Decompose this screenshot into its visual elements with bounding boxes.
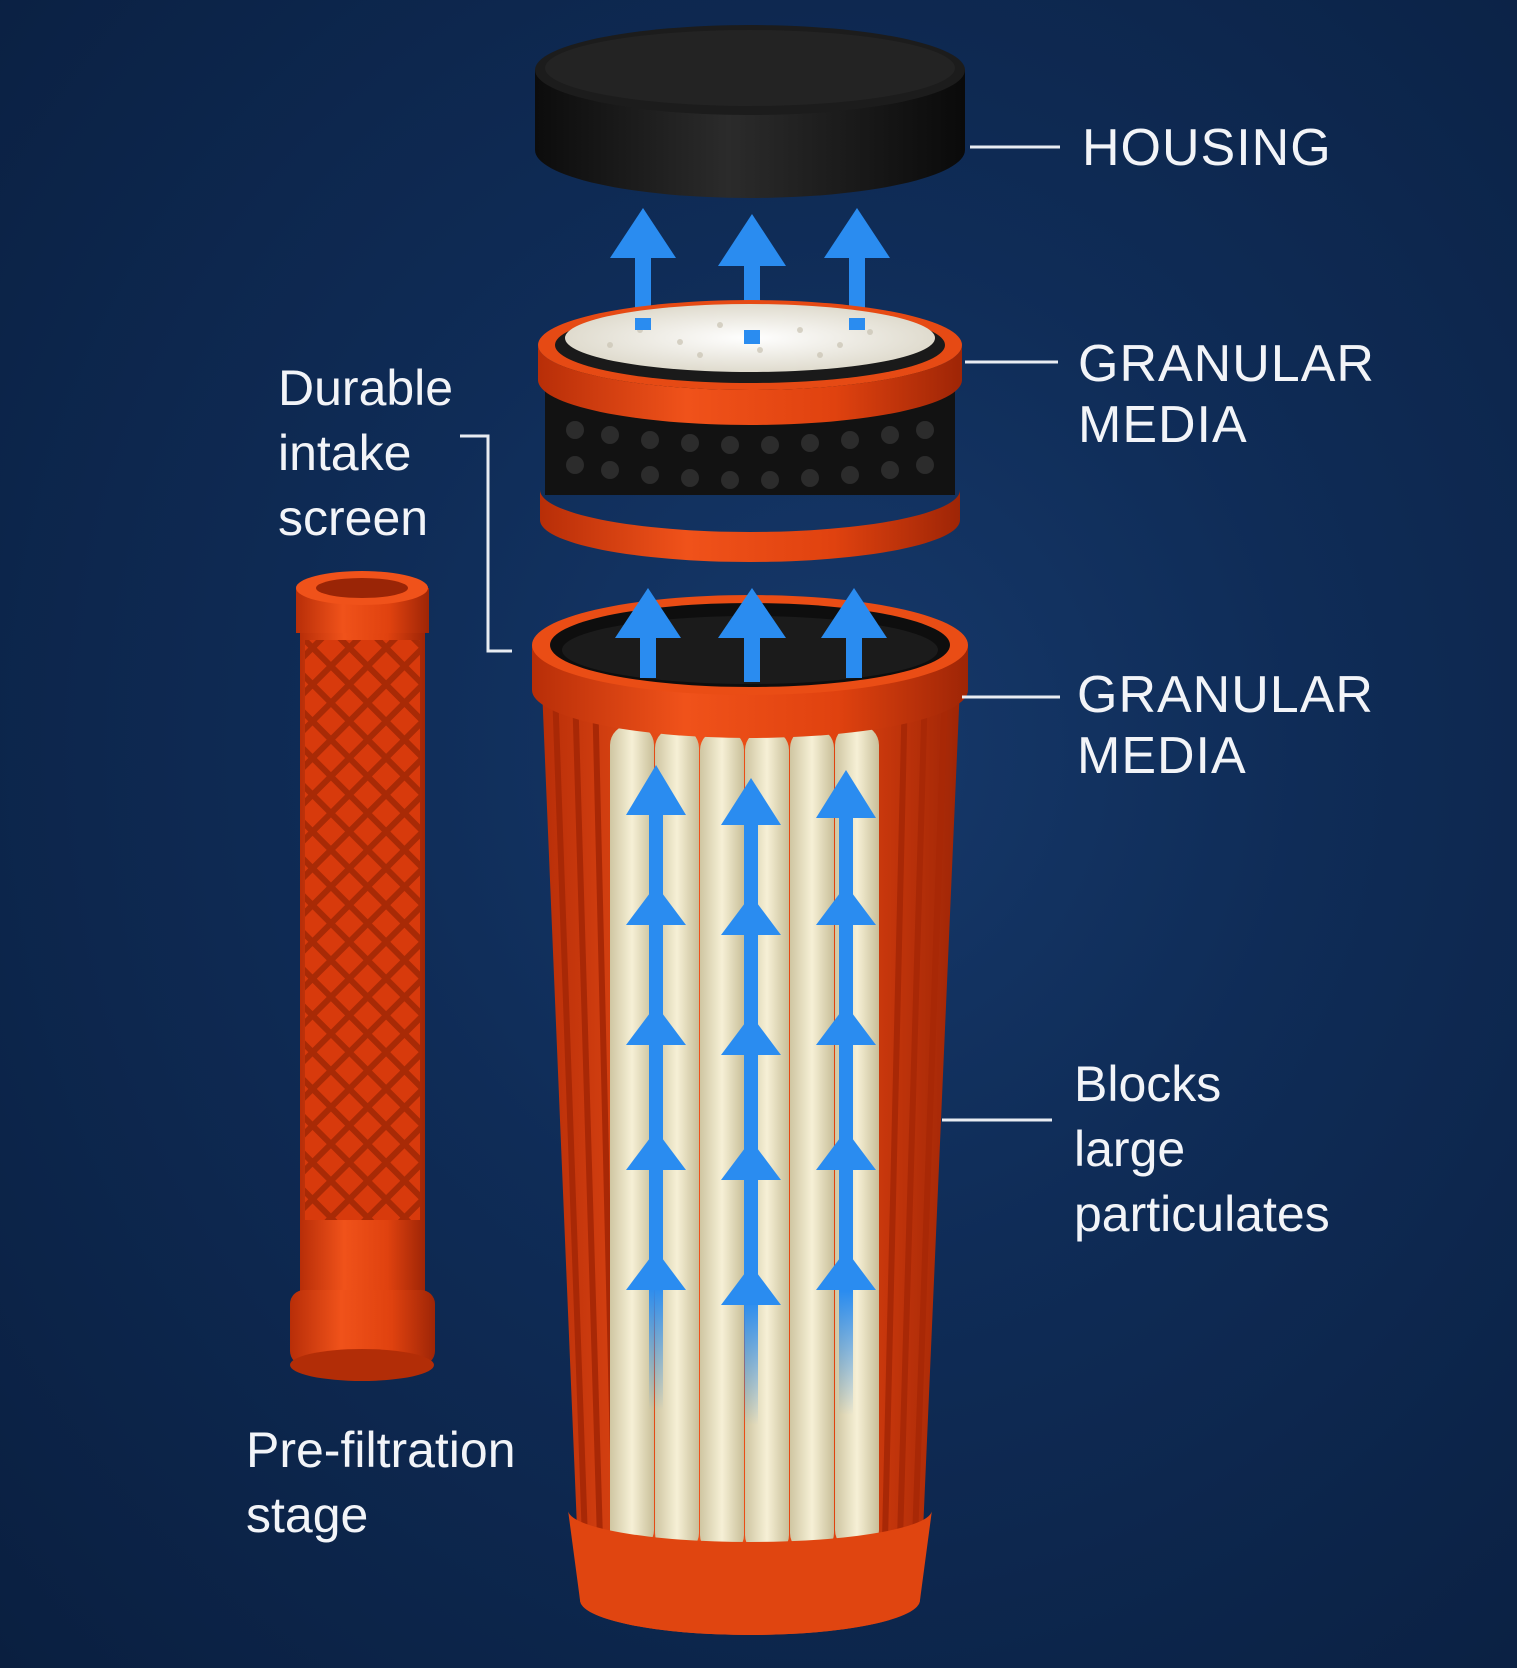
housing-label: HOUSING	[1082, 118, 1332, 179]
arrow-up-icon	[626, 1005, 686, 1045]
granular-media-label-1-line-1: GRANULAR	[1078, 335, 1375, 393]
durable-intake-screen-line-2: intake	[278, 425, 412, 481]
durable-intake-screen-line-1: Durable	[278, 360, 454, 416]
durable-intake-screen-line-3: screen	[278, 490, 429, 546]
durable-intake-screen-label: Durable intake screen	[278, 356, 453, 551]
arrow-up-icon	[721, 1140, 781, 1180]
arrow-up-icon	[626, 1130, 686, 1170]
arrow-up-icon	[626, 885, 686, 925]
granular-media-module	[538, 300, 962, 562]
granular-media-label-1-line-2: MEDIA	[1078, 396, 1248, 455]
housing-cap	[535, 25, 965, 198]
arrow-up-icon	[816, 1130, 876, 1170]
blocks-large-particulates-line-1: Blocks	[1074, 1056, 1222, 1112]
arrow-up-icon	[721, 895, 781, 935]
arrow-up-icon	[816, 885, 876, 925]
arrow-up-icon	[626, 1250, 686, 1290]
leader-lines	[460, 145, 1060, 1122]
arrow-up-icon	[721, 778, 781, 825]
arrow-up-icon	[816, 1005, 876, 1045]
arrow-up-icon	[626, 765, 686, 815]
pleated-media	[610, 725, 879, 1555]
blocks-large-particulates-label: Blocks large particulates	[1074, 1052, 1330, 1247]
arrow-up-icon	[821, 588, 887, 678]
leader-line-intake-screen	[460, 434, 512, 653]
arrow-up-icon	[721, 1265, 781, 1305]
pre-filtration-stage-line-1: Pre-filtration	[246, 1422, 516, 1478]
arrow-up-icon	[721, 1015, 781, 1055]
pre-filtration-stage-label: Pre-filtration stage	[246, 1418, 516, 1548]
blocks-large-particulates-line-3: particulates	[1074, 1186, 1330, 1242]
pre-filtration-stage-line-2: stage	[246, 1487, 369, 1543]
housing-label-text: HOUSING	[1082, 119, 1332, 177]
blocks-large-particulates-line-2: large	[1074, 1121, 1186, 1177]
arrow-up-icon	[718, 588, 786, 682]
granular-media-label-2-line-2: MEDIA	[1077, 727, 1247, 786]
granular-media-label-2-line-1: GRANULAR	[1077, 666, 1374, 724]
granular-media-label-2: GRANULAR MEDIA	[1077, 665, 1374, 788]
pre-filter-tube	[290, 571, 435, 1381]
granular-media-label-1: GRANULAR MEDIA	[1078, 334, 1375, 457]
main-cartridge	[532, 588, 968, 1635]
flow-arrows-inner	[626, 765, 876, 1425]
arrow-up-icon	[615, 588, 681, 678]
arrow-up-icon	[816, 770, 876, 818]
arrow-up-icon	[816, 1250, 876, 1290]
